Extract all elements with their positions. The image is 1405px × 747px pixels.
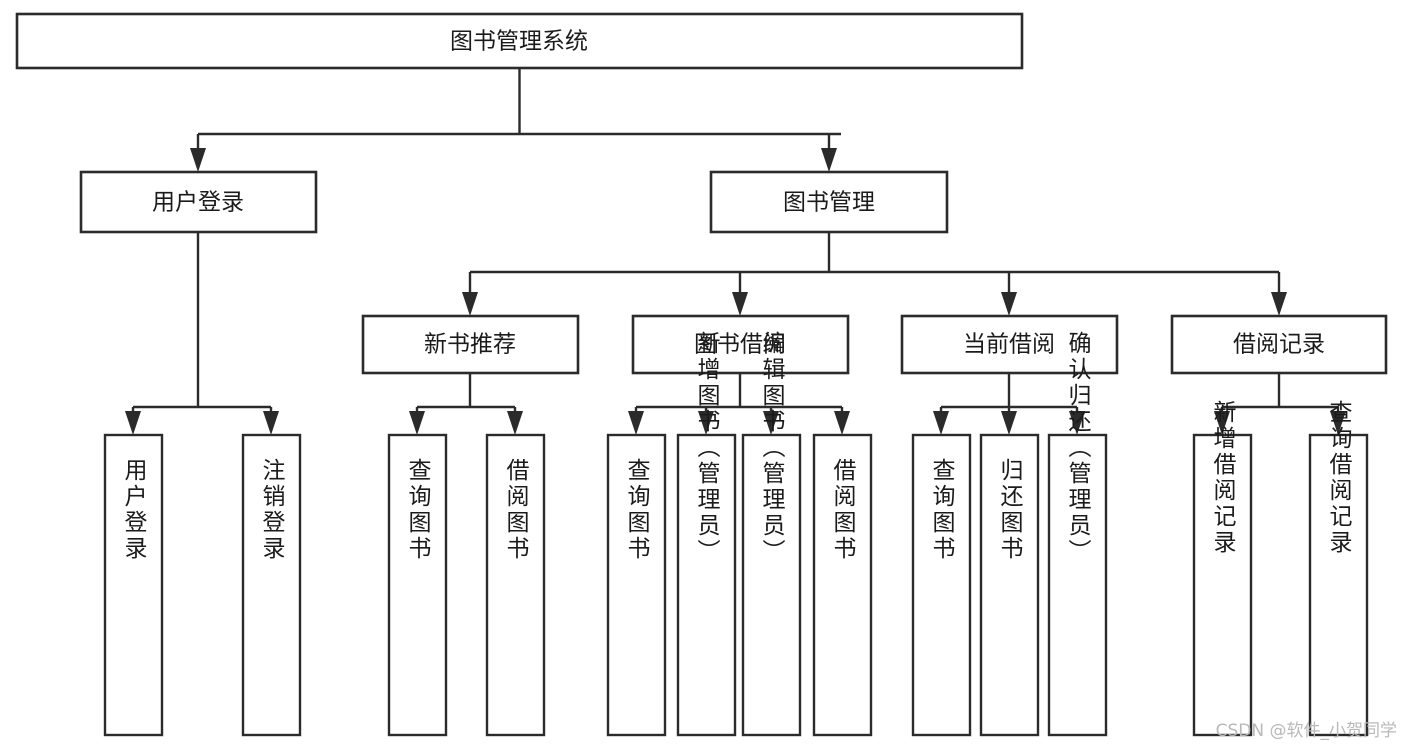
node-user-login-box[interactable] — [79, 170, 318, 234]
arrow-book-manage — [821, 148, 837, 172]
node-leaf-add-book[interactable]: 新增图书（管理员） — [676, 331, 737, 737]
node-leaf-add-record-box[interactable] — [1192, 433, 1253, 737]
node-current-borrow[interactable]: 当前借阅 — [900, 314, 1119, 375]
node-leaf-query-book-1-box[interactable] — [387, 433, 448, 737]
arrow-leaf-query-book-3 — [933, 411, 949, 435]
node-leaf-borrow-book-1-box[interactable] — [485, 433, 546, 737]
node-leaf-confirm-return-box[interactable] — [1047, 433, 1108, 737]
connector-group-borrow-record — [1214, 373, 1346, 435]
connector-group-root — [190, 68, 841, 172]
node-leaf-query-book-1-label: 查询图书 — [404, 458, 432, 562]
node-book-manage-box[interactable] — [709, 170, 949, 234]
connector-group-current-borrow — [933, 373, 1085, 435]
node-leaf-query-record-label: 查询借阅记录 — [1325, 400, 1353, 556]
arrow-leaf-edit-book — [763, 411, 779, 435]
node-leaf-return-book-label: 归还图书 — [996, 458, 1024, 562]
node-leaf-add-book-label: 新增图书（管理员） — [693, 331, 721, 565]
arrow-new-book-recommend — [462, 292, 478, 316]
arrow-user-login — [190, 148, 206, 172]
node-leaf-query-book-3-label: 查询图书 — [928, 458, 956, 562]
arrow-leaf-query-book-1 — [409, 411, 425, 435]
node-borrow-record[interactable]: 借阅记录 — [1170, 314, 1388, 375]
arrow-leaf-borrow-book-1 — [507, 411, 523, 435]
node-book-borrow-label: 图书借阅 — [694, 332, 786, 358]
arrow-borrow-record — [1271, 292, 1287, 316]
node-leaf-return-book-box[interactable] — [979, 433, 1040, 737]
node-leaf-borrow-book-1-label: 借阅图书 — [502, 458, 530, 562]
node-leaf-borrow-book-2[interactable]: 借阅图书 — [812, 433, 873, 737]
node-leaf-query-book-1[interactable]: 查询图书 — [387, 433, 448, 737]
node-leaf-confirm-return-label: 确认归还（管理员） — [1064, 331, 1092, 565]
node-leaf-query-record-box[interactable] — [1308, 433, 1369, 737]
node-book-manage[interactable]: 图书管理 — [709, 170, 949, 234]
node-current-borrow-label: 当前借阅 — [963, 332, 1055, 358]
arrow-leaf-add-book — [698, 411, 714, 435]
connector-group-book-manage — [462, 232, 1287, 316]
connector-group-book-borrow — [628, 373, 850, 435]
node-current-borrow-box[interactable] — [900, 314, 1119, 375]
node-leaf-query-book-2-label: 查询图书 — [623, 458, 651, 562]
node-leaf-add-record[interactable]: 新增借阅记录 — [1192, 400, 1253, 737]
node-root-box[interactable] — [15, 12, 1024, 70]
node-root[interactable]: 图书管理系统 — [15, 12, 1024, 70]
node-book-manage-label: 图书管理 — [783, 190, 875, 216]
arrow-leaf-logout-login — [263, 411, 279, 435]
arrow-leaf-confirm-return — [1069, 411, 1085, 435]
arrow-leaf-add-record — [1214, 411, 1230, 435]
arrow-current-borrow — [1001, 292, 1017, 316]
node-leaf-user-login-label: 用户登录 — [120, 458, 148, 562]
node-new-book-recommend-box[interactable] — [361, 314, 580, 375]
node-leaf-borrow-book-2-label: 借阅图书 — [829, 458, 857, 562]
node-user-login[interactable]: 用户登录 — [79, 170, 318, 234]
node-leaf-query-book-2[interactable]: 查询图书 — [606, 433, 667, 737]
node-leaf-confirm-return[interactable]: 确认归还（管理员） — [1047, 331, 1108, 737]
node-leaf-user-login-box[interactable] — [103, 433, 164, 737]
node-leaf-edit-book-label: 编辑图书（管理员） — [758, 331, 786, 565]
arrow-book-borrow — [732, 292, 748, 316]
node-leaf-query-book-3-box[interactable] — [911, 433, 972, 737]
arrow-leaf-query-record — [1330, 411, 1346, 435]
node-leaf-user-login[interactable]: 用户登录 — [103, 433, 164, 737]
node-borrow-record-label: 借阅记录 — [1233, 332, 1325, 358]
arrow-leaf-borrow-book-2 — [834, 411, 850, 435]
node-root-label: 图书管理系统 — [450, 29, 588, 55]
node-leaf-query-record[interactable]: 查询借阅记录 — [1308, 400, 1369, 737]
node-user-login-label: 用户登录 — [152, 190, 244, 216]
node-book-borrow[interactable]: 图书借阅 — [631, 314, 850, 375]
arrow-leaf-return-book — [1001, 411, 1017, 435]
node-leaf-edit-book-box[interactable] — [741, 433, 802, 737]
arrow-leaf-user-login — [125, 411, 141, 435]
node-new-book-recommend[interactable]: 新书推荐 — [361, 314, 580, 375]
node-leaf-edit-book[interactable]: 编辑图书（管理员） — [741, 331, 802, 737]
connector-group-new-book-recommend — [409, 373, 523, 435]
node-borrow-record-box[interactable] — [1170, 314, 1388, 375]
connector-group-user-login — [125, 232, 279, 435]
node-leaf-logout-login-box[interactable] — [241, 433, 302, 737]
node-leaf-query-book-3[interactable]: 查询图书 — [911, 433, 972, 737]
node-leaf-query-book-2-box[interactable] — [606, 433, 667, 737]
node-leaf-logout-login[interactable]: 注销登录 — [241, 433, 302, 737]
node-new-book-recommend-label: 新书推荐 — [424, 332, 516, 358]
node-leaf-logout-login-label: 注销登录 — [258, 458, 286, 562]
node-leaf-add-book-box[interactable] — [676, 433, 737, 737]
node-leaf-add-record-label: 新增借阅记录 — [1209, 400, 1237, 556]
arrow-leaf-query-book-2 — [628, 411, 644, 435]
node-leaf-return-book[interactable]: 归还图书 — [979, 433, 1040, 737]
node-leaf-borrow-book-2-box[interactable] — [812, 433, 873, 737]
node-book-borrow-box[interactable] — [631, 314, 850, 375]
node-leaf-borrow-book-1[interactable]: 借阅图书 — [485, 433, 546, 737]
